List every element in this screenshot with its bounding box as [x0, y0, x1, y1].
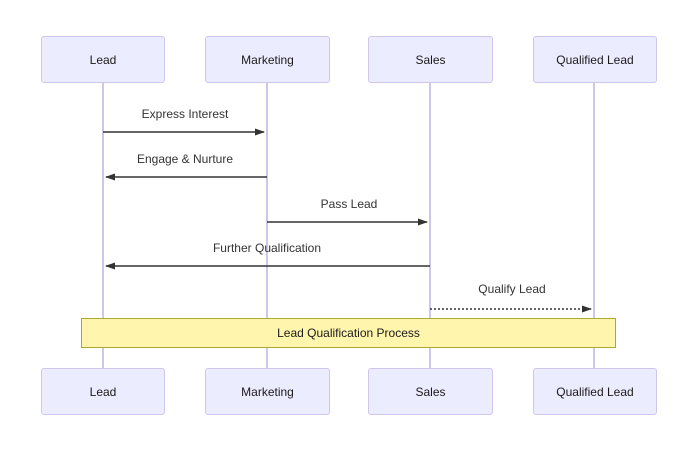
actor-top-lead: Lead: [41, 36, 165, 83]
message-label-further-qualification: Further Qualification: [212, 241, 322, 255]
actor-bottom-lead: Lead: [41, 368, 165, 415]
lifeline-lead: [102, 83, 104, 368]
actor-label: Qualified Lead: [556, 384, 634, 399]
lifeline-marketing: [266, 83, 268, 368]
actor-label: Marketing: [241, 384, 294, 399]
actor-label: Marketing: [241, 52, 294, 67]
note-label: Lead Qualification Process: [277, 326, 420, 340]
actor-label: Sales: [415, 384, 446, 399]
actor-label: Lead: [89, 52, 117, 67]
actor-top-marketing: Marketing: [205, 36, 330, 83]
lifeline-sales: [429, 83, 431, 368]
message-label-pass-lead: Pass Lead: [320, 197, 378, 211]
message-label-express-interest: Express Interest: [141, 107, 229, 121]
message-label-engage-nurture: Engage & Nurture: [136, 152, 234, 166]
actor-bottom-sales: Sales: [368, 368, 493, 415]
actor-top-sales: Sales: [368, 36, 493, 83]
note-banner: Lead Qualification Process: [81, 318, 616, 348]
actor-label: Lead: [89, 384, 117, 399]
actor-top-qualified-lead: Qualified Lead: [533, 36, 657, 83]
actor-bottom-marketing: Marketing: [205, 368, 330, 415]
lifeline-qualified-lead: [593, 83, 595, 368]
actor-bottom-qualified-lead: Qualified Lead: [533, 368, 657, 415]
message-label-qualify-lead: Qualify Lead: [478, 282, 546, 296]
actor-label: Sales: [415, 52, 446, 67]
actor-label: Qualified Lead: [556, 52, 634, 67]
